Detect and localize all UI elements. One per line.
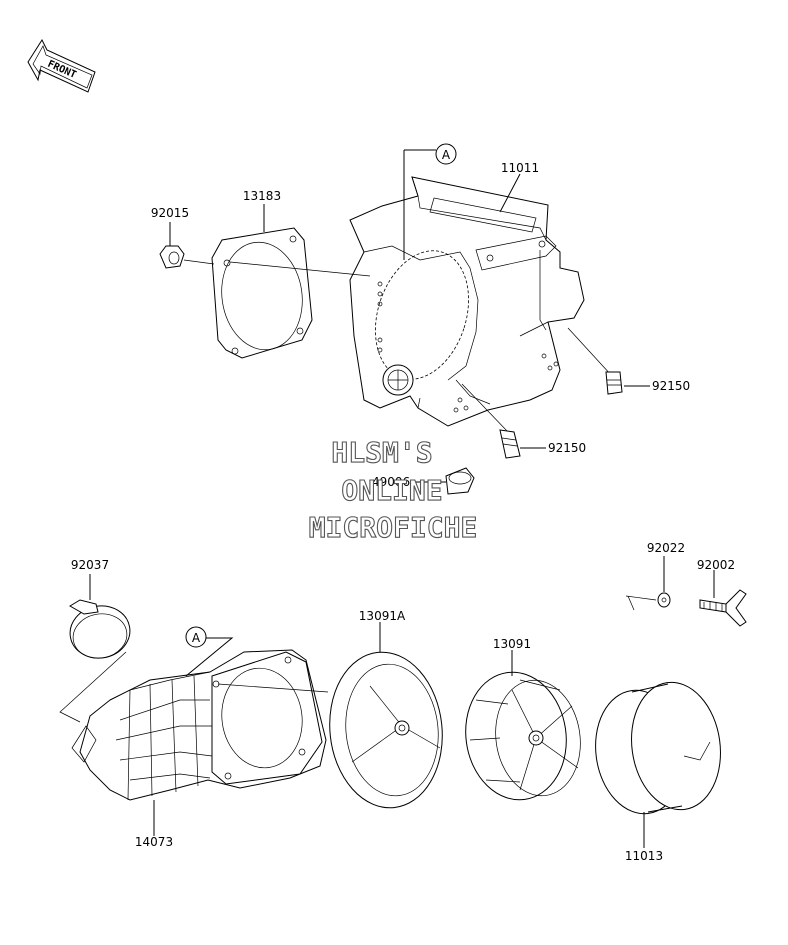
part-label-92015: 92015 xyxy=(151,206,189,220)
part-label-92150-lower: 92150 xyxy=(548,441,586,455)
watermark-line3: MICROFICHE xyxy=(309,511,478,544)
nut-92015: 92015 xyxy=(151,206,215,269)
wing-bolt-92002: 92002 xyxy=(697,558,747,627)
filter-element-11013: 11013 xyxy=(595,681,721,863)
ref-mark-a-bottom: A xyxy=(185,626,234,677)
part-label-13091A: 13091A xyxy=(359,609,406,623)
ref-mark-a-top-label: A xyxy=(442,148,451,162)
intake-duct-14073: 14073 xyxy=(71,649,329,849)
gasket-13183: 13183 xyxy=(211,189,371,359)
part-label-92150-upper: 92150 xyxy=(652,379,690,393)
filter-cage-13091: 13091 xyxy=(465,637,581,801)
filter-cage-13091A: 13091A xyxy=(329,609,443,809)
watermark-line2: ONLINE xyxy=(341,474,442,507)
bolt-92150-lower: 92150 xyxy=(461,383,586,459)
part-label-11011: 11011 xyxy=(501,161,539,175)
part-label-14073: 14073 xyxy=(135,835,173,849)
part-label-11013: 11013 xyxy=(625,849,663,863)
part-label-92037: 92037 xyxy=(71,558,109,572)
part-label-92022: 92022 xyxy=(647,541,685,555)
air-box-housing xyxy=(349,176,585,427)
watermark-line1: HLSM'S xyxy=(331,436,432,469)
part-label-92002: 92002 xyxy=(697,558,735,572)
part-label-13091: 13091 xyxy=(493,637,531,651)
part-label-49006: 49006 xyxy=(372,475,410,489)
part-label-13183: 13183 xyxy=(243,189,281,203)
grommet-49006: 49006 xyxy=(372,467,475,495)
washer-92022: 92022 xyxy=(625,541,685,611)
watermark: HLSM'S ONLINE MICROFICHE xyxy=(308,435,478,544)
front-arrow-icon: FRONT xyxy=(27,38,96,93)
ref-mark-a-top: A xyxy=(403,143,457,260)
clamp-92037: 92037 xyxy=(59,558,131,723)
bolt-92150-upper: 92150 xyxy=(567,327,690,395)
inspection-cap xyxy=(382,364,414,396)
ref-mark-a-bottom-label: A xyxy=(192,631,201,645)
